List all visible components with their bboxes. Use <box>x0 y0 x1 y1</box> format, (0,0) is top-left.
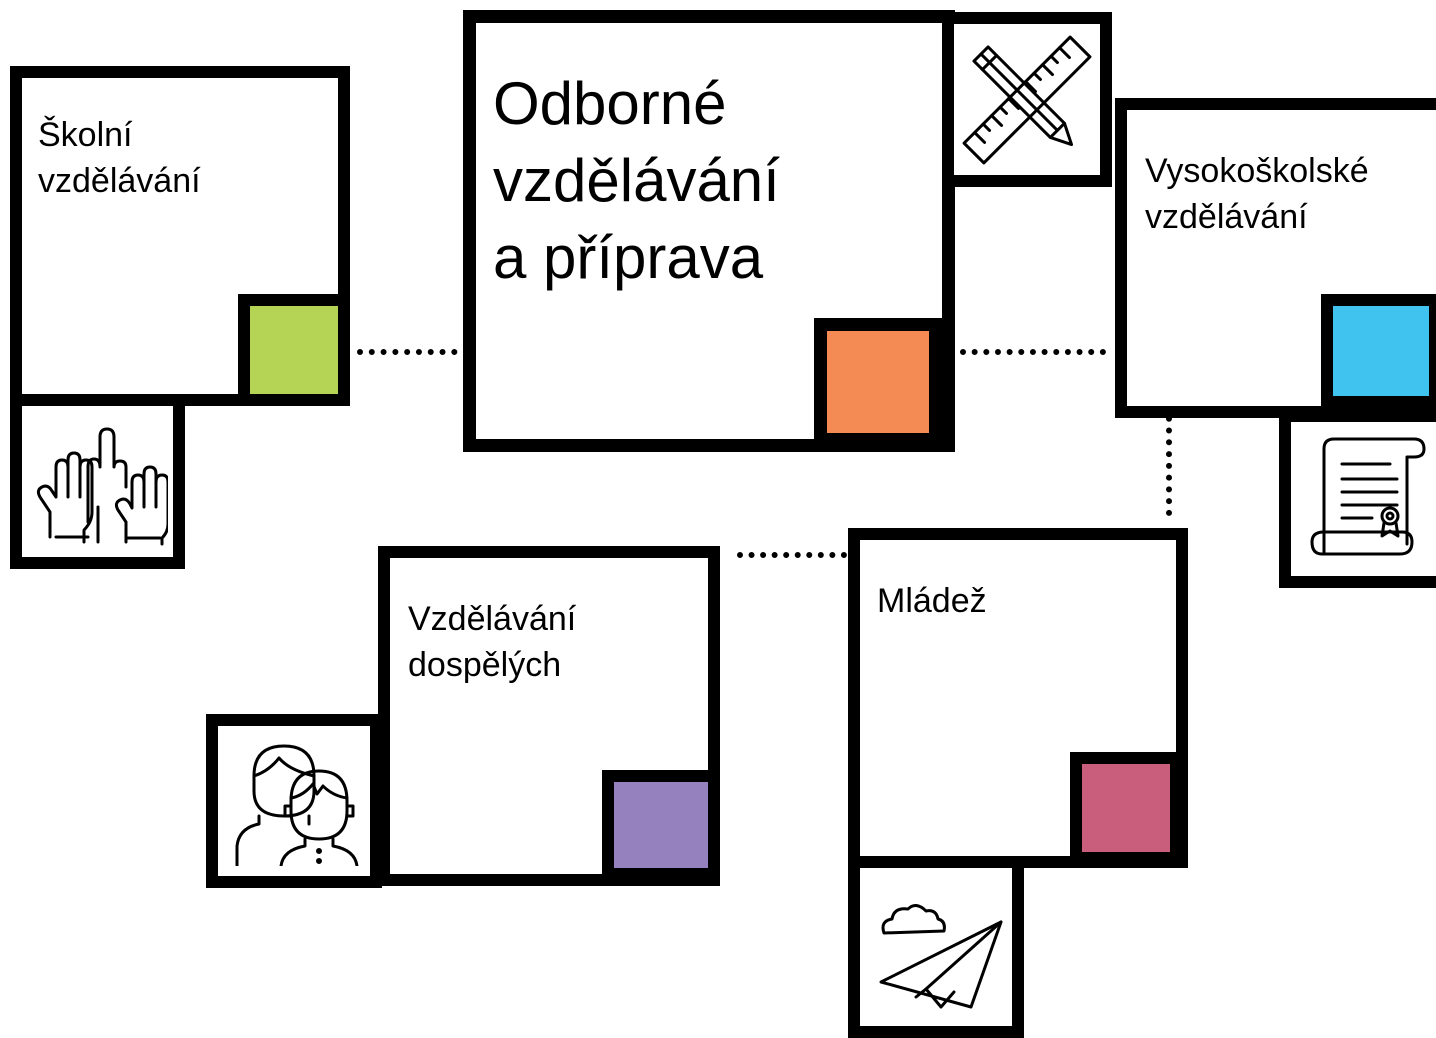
swatch-fill <box>827 331 929 433</box>
node-label: Školní vzdělávání <box>38 116 201 200</box>
raised-hands-icon <box>36 427 168 545</box>
icon-box-vysokoskolske <box>1279 410 1436 588</box>
connector-skolni-odborne <box>357 349 481 355</box>
connector-vysokoskolske-mladez <box>1166 404 1172 516</box>
adults-icon <box>235 744 359 866</box>
color-swatch-green <box>238 294 350 406</box>
icon-box-dospelych <box>206 714 382 888</box>
node-vysokoskolske-vzdelavani[interactable]: Vysokoškolské vzdělávání <box>1115 98 1436 418</box>
node-label: Mládež <box>877 582 987 620</box>
connector-odborne-vysokoskolske <box>960 349 1106 355</box>
color-swatch-blue <box>1321 294 1436 408</box>
node-label: Vysokoškolské vzdělávání <box>1145 152 1369 236</box>
ruler-pencil-icon <box>962 35 1092 164</box>
color-swatch-orange <box>814 318 942 446</box>
swatch-fill <box>1333 306 1429 396</box>
color-swatch-purple <box>602 770 720 880</box>
swatch-fill <box>614 782 708 868</box>
icon-box-mladez <box>848 856 1024 1038</box>
connector-dospelych-mladez <box>737 552 847 558</box>
swatch-fill <box>250 306 338 394</box>
diploma-scroll-icon <box>1310 437 1425 556</box>
icon-box-odborne <box>942 12 1112 187</box>
node-label: Vzdělávání dospělých <box>408 600 577 684</box>
node-label: Odborné vzdělávání a příprava <box>493 70 780 291</box>
icon-box-skolni <box>10 394 185 569</box>
color-swatch-magenta <box>1070 752 1182 864</box>
paper-plane-icon <box>879 904 1003 1009</box>
swatch-fill <box>1082 764 1170 852</box>
